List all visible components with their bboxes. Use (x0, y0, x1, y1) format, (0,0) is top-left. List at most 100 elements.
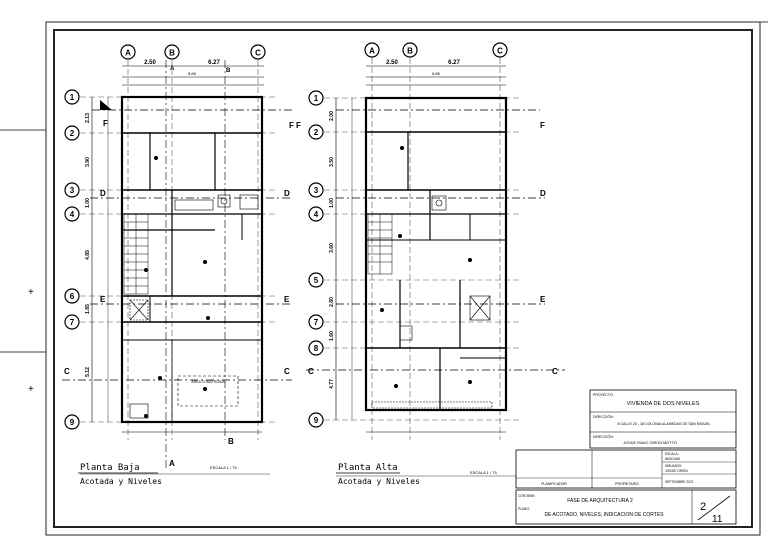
contiene-line2: DE ACOTADO, NIVELES, INDICACION DE CORTE… (544, 512, 664, 518)
axis-bubble-b-right: B (402, 42, 418, 440)
dimension-label: 3.90 (85, 157, 91, 167)
dimension-label: 6.27 (448, 60, 460, 66)
title-block: PROYECTO: VIVIENDA DE DOS NIVELES DIRECC… (515, 389, 737, 525)
dimension-label: 6.27 (208, 60, 220, 66)
dimension-label: 2.00 (329, 111, 335, 121)
dimension-label: 1.00 (85, 198, 91, 208)
section-cut-label: E (540, 295, 546, 304)
section-cut-f: F F (92, 100, 294, 130)
axis-label: C (255, 49, 261, 58)
axis-label: A (125, 49, 131, 58)
planificador-label: PLANIFICADOR (541, 482, 567, 486)
axis-label: 1 (314, 94, 319, 103)
axis-label: A (369, 47, 375, 56)
axis-label: 1 (70, 93, 75, 102)
direccion-value: 8 CALLE 20 - 18 COLONIA ALAMEDAS DE SAN … (617, 422, 710, 426)
dimension-label: 8.85 (188, 71, 197, 76)
dimension-label: 4.77 (329, 379, 335, 389)
axis-label: 8 (314, 344, 319, 353)
section-cut-d-alta: D (336, 189, 546, 199)
dimension-label: 3.60 (329, 243, 335, 253)
dimension-label: 2.50 (386, 60, 398, 66)
plan-scale: ESCALA 1 / 75 (210, 465, 237, 470)
plan-subtitle: Acotada y Niveles (338, 477, 420, 486)
section-cut-label: F (103, 119, 108, 128)
axis-label: 9 (314, 416, 319, 425)
section-cut-d: D D (90, 189, 292, 199)
level-marks-alta (380, 146, 472, 388)
section-cut-label: F (289, 121, 294, 130)
sheet-number: 2 (700, 501, 706, 513)
fixtures-alta (371, 195, 493, 409)
walls-alta (364, 96, 508, 412)
staircase-alta (367, 213, 393, 275)
section-cut-label: C (64, 367, 70, 376)
plan-title: Planta Alta (338, 463, 398, 473)
section-cut-e-alta: E (336, 295, 546, 305)
dimension-label: 4.85 (85, 250, 91, 260)
autor-name: JOSUE ISAAC GIRON MOTTO (623, 441, 676, 445)
section-cut-c: C C (62, 367, 292, 381)
section-cut-e: E E (90, 295, 292, 305)
planta-baja-plan: A B C 2.50 6.27 8.85 1 2 3 4 (62, 44, 294, 486)
axis-label: C (497, 47, 503, 56)
fecha-value: SEPTIEMBRE 2021 (665, 480, 694, 484)
fixtures-baja (129, 194, 259, 419)
room-label: ÁREA CONSTRUIDA (191, 380, 225, 384)
axis-rows-baja: 1 2 3 4 6 7 9 (64, 89, 80, 430)
axis-label: 7 (70, 318, 75, 327)
axis-label: B (407, 47, 413, 56)
plano-label: PLANO: (518, 507, 530, 511)
section-cut-label: D (284, 189, 290, 198)
dimension-label: 1.00 (329, 198, 335, 208)
section-cut-label: E (100, 295, 106, 304)
margin-cross: + (28, 384, 34, 395)
axis-bubble-a-left: A (120, 44, 136, 440)
section-cut-label: E (284, 295, 290, 304)
section-cut-label: D (540, 189, 546, 198)
axis-bubble-c-left: C (250, 44, 266, 440)
axis-label: 3 (314, 186, 319, 195)
dimension-label: 2.80 (329, 297, 335, 307)
axis-label: 3 (70, 186, 75, 195)
dimension-label: 1.60 (329, 331, 335, 341)
section-cut-ab: A B A B (165, 60, 234, 470)
propietario-label: PROPIETARIO (615, 482, 639, 486)
section-cut-label: C (308, 367, 314, 376)
section-cut-label: F (296, 121, 301, 130)
plan-title: Planta Baja (80, 463, 140, 473)
plan-subtitle: Acotada y Niveles (80, 477, 162, 486)
section-cut-label: F (540, 121, 545, 130)
sheet-inner-border (53, 29, 753, 528)
dimension-label: 2.13 (85, 113, 91, 123)
axis-bubble-c-right: C (492, 42, 508, 440)
axis-label: 5 (314, 276, 319, 285)
section-cut-label: A (169, 459, 175, 468)
sheet-outer-border (45, 21, 761, 536)
sheet-total: 11 (712, 514, 723, 525)
dimension-label: 2.50 (144, 60, 156, 66)
escala-label: ESCALA: (665, 452, 679, 456)
walls-baja (120, 95, 264, 424)
dibujado-value: JOSSIE GIRON (665, 469, 688, 473)
escala-value: INDICADA (665, 457, 681, 461)
dimension-label: 3.50 (329, 157, 335, 167)
staircase-baja (123, 213, 149, 295)
axis-label: 4 (314, 210, 319, 219)
axis-label: 7 (314, 318, 319, 327)
section-cut-label: B (226, 68, 231, 74)
section-cut-label: C (552, 367, 558, 376)
section-cut-label: D (100, 189, 106, 198)
section-cut-label: C (284, 367, 290, 376)
axis-label: 2 (314, 128, 319, 137)
axis-label: 4 (70, 210, 75, 219)
plan-scale: ESCALA 1 / 75 (470, 470, 497, 475)
axis-label: 9 (70, 418, 75, 427)
contiene-label: CONTIENE: (518, 494, 535, 498)
dimension-label: 8.85 (432, 71, 441, 76)
dibujado-label: DIBUJADO: (665, 464, 682, 468)
axis-label: B (169, 49, 175, 58)
dimension-label: 1.85 (85, 304, 91, 314)
planta-alta-plan: A B C 2.50 6.27 8.85 1 2 3 4 5 (296, 42, 565, 486)
